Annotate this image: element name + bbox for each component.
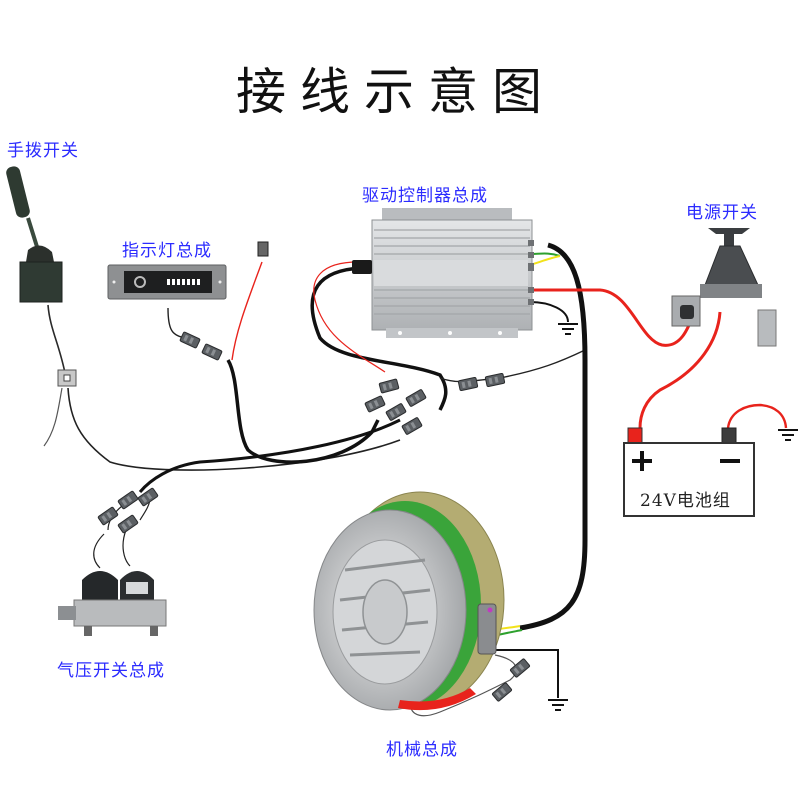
indicator-panel	[107, 264, 227, 300]
drive-controller	[352, 208, 534, 338]
label-controller: 驱动控制器总成	[362, 186, 488, 206]
wire-motor-cable	[519, 242, 588, 631]
connector	[97, 506, 119, 526]
hand-switch-lever	[6, 166, 30, 218]
ground-symbol-controller	[557, 323, 579, 335]
battery-positive-terminal	[627, 427, 643, 444]
indicator-bar	[197, 279, 200, 285]
indicator-bar	[177, 279, 180, 285]
power-switch	[671, 228, 777, 347]
connector	[457, 376, 479, 392]
battery-body	[623, 442, 755, 517]
wire-air-switch-d	[122, 529, 131, 567]
wire-controller-ground	[529, 301, 569, 323]
connector	[484, 372, 506, 388]
label-battery: 24V电池组	[640, 491, 731, 511]
indicator-bar	[187, 279, 190, 285]
wire-loom-left	[226, 359, 380, 464]
motor-assembly	[313, 491, 505, 711]
indicator-bar	[172, 279, 175, 285]
wires	[43, 242, 788, 717]
minus-icon	[720, 459, 740, 463]
ground-symbol-battery	[777, 429, 799, 441]
connector	[491, 681, 513, 703]
page-title: 接线示意图	[236, 63, 556, 121]
battery-negative-terminal	[721, 427, 737, 444]
connectors	[97, 241, 531, 703]
label-power-switch: 电源开关	[686, 203, 758, 223]
connector	[364, 395, 386, 413]
label-air-pressure-switch: 气压开关总成	[57, 661, 165, 681]
wire-hand-switch	[47, 304, 67, 379]
wire-red-battery-neg	[726, 403, 788, 429]
wire-red-power	[530, 288, 696, 347]
battery-pack	[623, 427, 755, 517]
connector	[117, 514, 139, 534]
wire-red-indicator	[231, 261, 263, 361]
label-machine: 机械总成	[386, 740, 458, 760]
connector	[401, 416, 423, 436]
label-hand-switch: 手拨开关	[7, 141, 79, 161]
wire-red-battery	[638, 311, 722, 429]
connector	[385, 402, 407, 422]
motor-connector-box	[477, 603, 497, 655]
hand-switch	[6, 166, 77, 387]
ground-symbol-motor	[547, 699, 569, 711]
connector-small-plug	[257, 241, 269, 257]
label-indicator: 指示灯总成	[122, 241, 212, 261]
wire-air-switch-c	[93, 533, 105, 569]
indicator-bar	[167, 279, 170, 285]
connector	[179, 331, 201, 349]
wire-green-phase	[529, 252, 561, 257]
wire-red-controller	[313, 261, 386, 373]
wire-air-switch	[138, 418, 401, 493]
indicator-bar	[182, 279, 185, 285]
connector	[378, 378, 400, 394]
wire-hand-switch-split-a	[43, 387, 63, 447]
air-pressure-switch	[58, 571, 167, 636]
indicator-bar	[192, 279, 195, 285]
connector	[201, 343, 223, 361]
wire-junction-right	[439, 349, 586, 383]
wire-motor-ground	[486, 649, 559, 698]
wire-controller-loom	[310, 266, 448, 411]
connector	[405, 388, 427, 408]
connector	[509, 657, 531, 679]
hand-switch-body	[19, 261, 63, 303]
wire-yellow-phase	[529, 255, 561, 266]
